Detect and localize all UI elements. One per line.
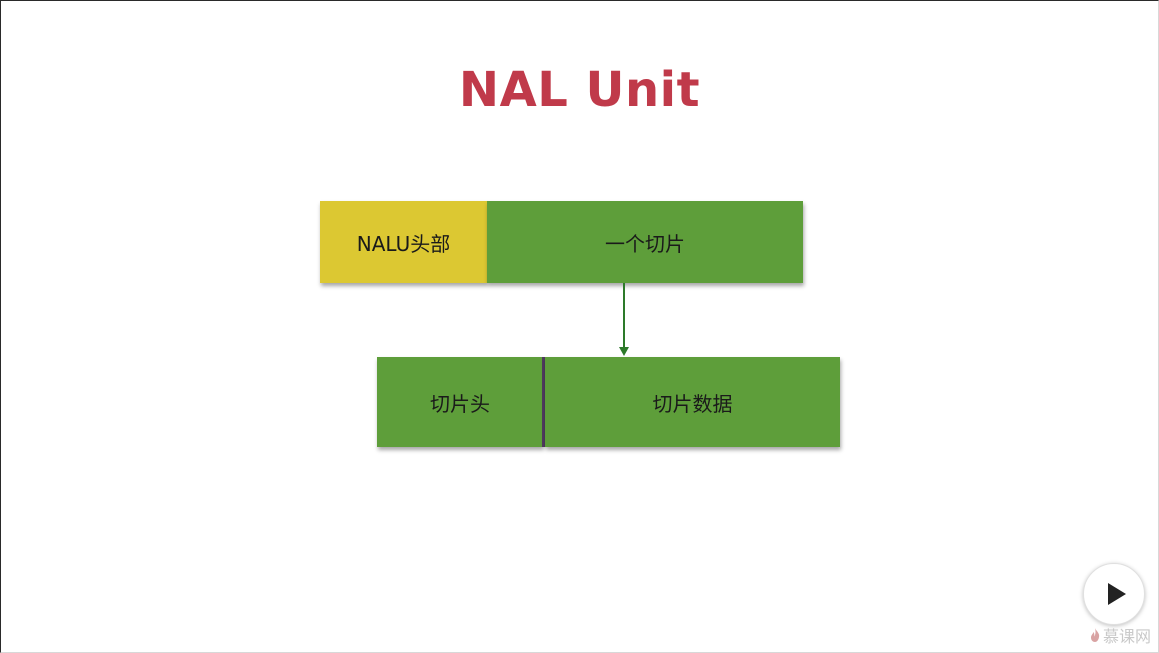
watermark-logo: 慕课网 [1089, 623, 1151, 647]
nalu-header-label: NALU头部 [356, 231, 451, 256]
play-button[interactable] [1083, 563, 1145, 625]
connector-arrow-line [623, 283, 625, 349]
watermark-text: 慕课网 [1102, 627, 1151, 646]
slice-data-label: 切片数据 [652, 391, 733, 416]
arrow-down-icon [619, 347, 629, 356]
play-icon [1107, 583, 1126, 605]
slice-label: 一个切片 [605, 231, 685, 256]
nalu-header-block: NALU头部 [320, 201, 487, 283]
flame-icon [1090, 628, 1100, 642]
slide-title: NAL Unit [458, 62, 701, 118]
slice-header-block: 切片头 [377, 357, 543, 447]
slice-header-label: 切片头 [430, 391, 490, 416]
slice-block: 一个切片 [487, 201, 803, 283]
slice-data-block: 切片数据 [545, 357, 840, 447]
block-divider [542, 357, 545, 447]
